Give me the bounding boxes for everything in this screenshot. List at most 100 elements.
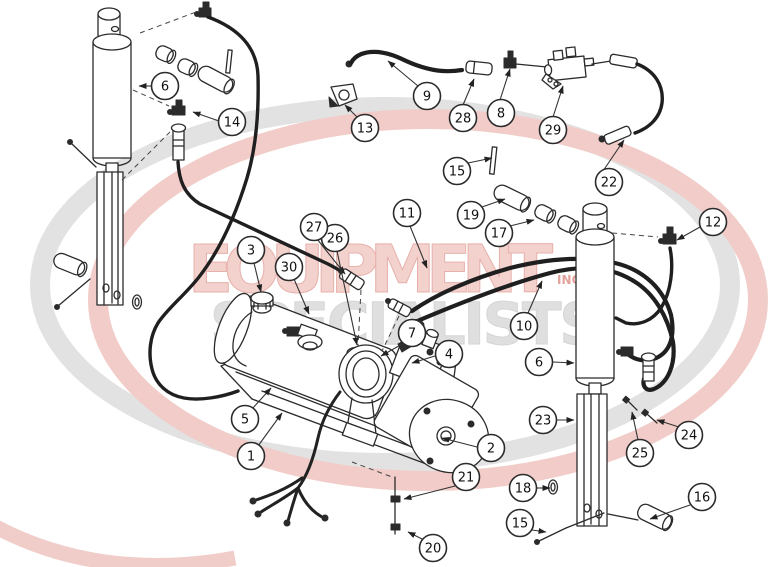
right-lift-channel <box>576 393 608 527</box>
svg-text:4: 4 <box>445 348 453 363</box>
clamp-13 <box>328 83 358 108</box>
valve-29 <box>541 46 612 90</box>
elbow-8 <box>503 50 548 69</box>
callout-11: 11 <box>392 198 422 228</box>
left-top-elbow-fitting <box>194 1 212 18</box>
svg-text:20: 20 <box>425 542 442 557</box>
svg-text:19: 19 <box>463 209 480 224</box>
callout-28: 28 <box>448 103 478 133</box>
fitting-14-elbow <box>167 99 187 161</box>
left-bleed-screw <box>67 139 97 168</box>
svg-text:10: 10 <box>516 320 533 335</box>
svg-text:1: 1 <box>247 450 255 465</box>
watermark-inc: INC <box>557 273 581 287</box>
callout-4: 4 <box>434 339 464 369</box>
wire-harness <box>249 390 342 527</box>
svg-text:22: 22 <box>601 176 618 191</box>
pin-15-top <box>488 146 498 175</box>
callout-21: 21 <box>451 462 481 492</box>
svg-text:16: 16 <box>694 491 711 506</box>
left-lift-channel <box>96 171 124 306</box>
svg-text:21: 21 <box>458 471 475 486</box>
elbow-12 <box>658 226 677 245</box>
bolt-25 <box>622 395 638 411</box>
callout-10: 10 <box>509 311 539 341</box>
svg-text:5: 5 <box>241 413 249 428</box>
callout-6-right: 6 <box>524 347 554 377</box>
svg-text:26: 26 <box>327 232 344 247</box>
motor-2 <box>373 354 490 474</box>
svg-text:13: 13 <box>357 122 374 137</box>
callout-16: 16 <box>687 482 717 512</box>
right-hose-end-fitting <box>640 352 657 382</box>
elbow-30 <box>282 323 323 351</box>
pin-15-bottom <box>534 512 605 545</box>
svg-text:25: 25 <box>632 447 649 462</box>
svg-text:24: 24 <box>681 429 698 444</box>
breather-tube <box>232 311 253 367</box>
svg-text:2: 2 <box>487 442 495 457</box>
svg-text:28: 28 <box>455 112 472 127</box>
callout-14: 14 <box>217 107 247 137</box>
callout-8: 8 <box>486 98 516 128</box>
left-cylinder-pin <box>53 252 91 310</box>
callout-15-top: 15 <box>442 156 472 186</box>
svg-text:15: 15 <box>512 517 529 532</box>
callout-22: 22 <box>594 167 624 197</box>
left-bushings-and-pin <box>155 45 235 95</box>
bushings-17 <box>534 204 580 235</box>
hose-left-long <box>148 15 260 401</box>
callout-25: 25 <box>625 438 655 468</box>
svg-text:15: 15 <box>449 165 466 180</box>
svg-text:30: 30 <box>281 261 298 276</box>
hose-10 <box>412 266 676 392</box>
left-lift-cylinder <box>92 7 132 175</box>
pump-body-7 <box>338 344 394 447</box>
oring-18 <box>547 479 559 495</box>
svg-text:23: 23 <box>535 414 552 429</box>
callout-26: 26 <box>320 223 350 253</box>
svg-text:6: 6 <box>535 356 543 371</box>
callout-17: 17 <box>484 218 514 248</box>
hose-22 <box>598 53 664 145</box>
callout-5: 5 <box>230 404 260 434</box>
callout-7: 7 <box>397 318 427 348</box>
callout-1: 1 <box>236 441 266 471</box>
svg-text:29: 29 <box>545 124 562 139</box>
callout-27: 27 <box>299 212 329 242</box>
svg-text:18: 18 <box>515 482 532 497</box>
callout-19: 19 <box>456 200 486 230</box>
left-retainer-ring <box>131 294 143 310</box>
right-lift-cylinder <box>575 202 615 395</box>
callout-3: 3 <box>236 235 266 265</box>
svg-text:3: 3 <box>247 244 255 259</box>
callout-18: 18 <box>508 473 538 503</box>
svg-text:6: 6 <box>161 80 169 95</box>
callout-29: 29 <box>538 115 568 145</box>
svg-text:11: 11 <box>399 207 416 222</box>
leader-lines <box>138 60 701 541</box>
svg-text:8: 8 <box>497 107 505 122</box>
svg-text:7: 7 <box>408 327 416 342</box>
svg-text:27: 27 <box>306 221 323 236</box>
callout-12: 12 <box>698 207 728 237</box>
fitting-28 <box>465 60 493 76</box>
pin-19 <box>493 184 532 213</box>
bolt-24 <box>641 408 658 424</box>
callout-30: 30 <box>274 252 304 282</box>
callout-2: 2 <box>476 433 506 463</box>
hose-12 <box>614 246 674 326</box>
hose-9 <box>345 49 465 74</box>
svg-text:14: 14 <box>224 116 241 131</box>
callout-9: 9 <box>412 81 442 111</box>
callout-23: 23 <box>528 405 558 435</box>
callout-24: 24 <box>674 420 704 450</box>
svg-text:9: 9 <box>423 90 431 105</box>
svg-text:12: 12 <box>705 216 722 231</box>
callout-15-bottom: 15 <box>505 508 535 538</box>
ground-stud-20-21 <box>351 461 401 535</box>
right-cyl-elbow-fitting <box>616 346 634 357</box>
callout-13: 13 <box>350 113 380 143</box>
callout-20: 20 <box>418 533 448 563</box>
